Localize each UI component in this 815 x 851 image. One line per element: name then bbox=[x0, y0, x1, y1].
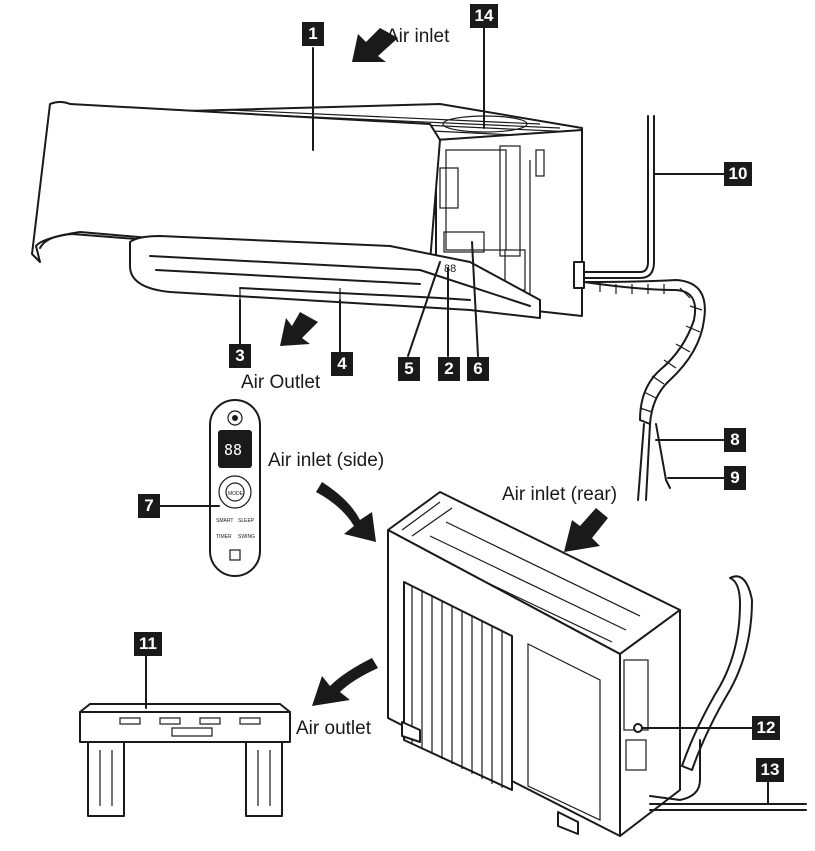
callout-12: 12 bbox=[752, 716, 780, 740]
callout-9: 9 bbox=[724, 466, 746, 490]
mounting-bracket bbox=[79, 655, 291, 817]
air-inlet-side-label: Air inlet (side) bbox=[268, 450, 385, 471]
callout-10: 10 bbox=[724, 162, 752, 186]
callout-8: 8 bbox=[724, 428, 746, 452]
callout-6: 6 bbox=[467, 357, 489, 381]
air-inlet-arrow bbox=[352, 28, 398, 62]
remote-display: 88 bbox=[224, 441, 242, 459]
callout-3: 3 bbox=[229, 344, 251, 368]
air-outlet-indoor-label: Air Outlet bbox=[241, 372, 321, 393]
callout-14: 14 bbox=[470, 4, 498, 28]
air-inlet-rear-arrow bbox=[564, 508, 608, 552]
callout-2: 2 bbox=[438, 357, 460, 381]
remote-controller: 88 MODE SMART SLEEP TIMER SWING bbox=[159, 399, 261, 577]
indoor-unit: 88 bbox=[31, 101, 585, 319]
remote-smart-label: SMART bbox=[216, 518, 233, 524]
callout-13: 13 bbox=[756, 758, 784, 782]
air-inlet-side-arrow bbox=[316, 482, 376, 542]
air-outlet-outdoor-label: Air outlet bbox=[296, 718, 371, 739]
callout-4: 4 bbox=[331, 352, 353, 376]
air-inlet-top-label: Air inlet bbox=[386, 26, 450, 47]
air-outlet-outdoor-arrow bbox=[312, 658, 378, 706]
remote-timer-label: TIMER bbox=[216, 534, 232, 540]
callout-1: 1 bbox=[302, 22, 324, 46]
remote-sleep-label: SLEEP bbox=[238, 518, 255, 524]
callout-5: 5 bbox=[398, 357, 420, 381]
indoor-leader-lines bbox=[239, 27, 485, 357]
piping bbox=[583, 115, 725, 501]
air-outlet-indoor-arrow bbox=[280, 312, 318, 346]
air-inlet-rear-label: Air inlet (rear) bbox=[502, 484, 618, 505]
callout-7: 7 bbox=[138, 494, 160, 518]
indoor-display: 88 bbox=[444, 263, 456, 275]
outdoor-unit bbox=[387, 491, 681, 837]
remote-mode-label: MODE bbox=[228, 491, 244, 497]
remote-swing-label: SWING bbox=[238, 534, 255, 540]
outdoor-piping bbox=[633, 575, 807, 811]
callout-11: 11 bbox=[134, 632, 162, 656]
